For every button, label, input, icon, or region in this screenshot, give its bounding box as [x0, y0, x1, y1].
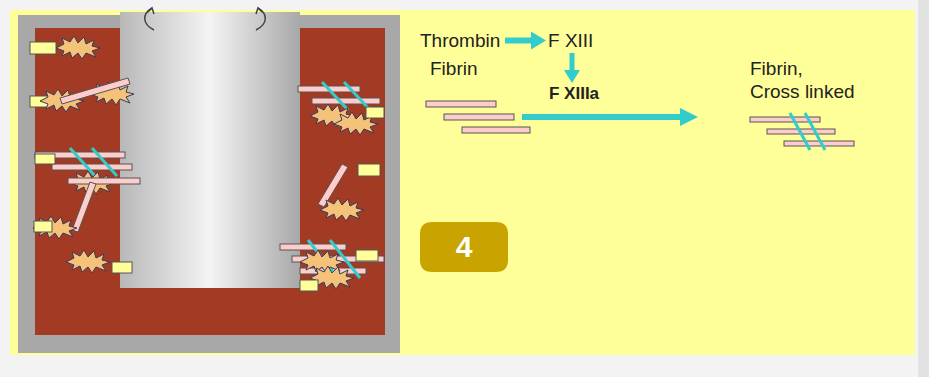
badge-fill: [420, 222, 508, 272]
fibrin-strands: [426, 101, 530, 133]
reaction-arrow: [505, 32, 546, 50]
arrow-head: [680, 108, 698, 126]
node-text: Fibrin, Cross linked: [750, 57, 855, 103]
reaction-arrow: [522, 108, 698, 126]
arrow-shaft: [570, 53, 575, 73]
arrow-shaft: [505, 38, 534, 44]
activated-factor-label: F XIIIa: [549, 84, 602, 104]
cross-linked-fibrin: [750, 113, 854, 150]
arrow-head: [564, 70, 580, 83]
fibrin-label: Fibrin: [420, 57, 520, 137]
node-text: F XIIIa: [549, 84, 599, 104]
enzyme-label: Thrombin: [420, 29, 503, 52]
product-label: Fibrin, Cross linked: [700, 57, 890, 152]
pin: [120, 12, 300, 288]
arrow-shaft: [522, 114, 684, 120]
page-edge: [918, 0, 929, 377]
arrow-head: [531, 32, 546, 50]
factor-label: F XIII: [548, 29, 596, 52]
step-badge: 4: [420, 222, 508, 272]
callout-number: 4: [456, 229, 473, 265]
rotation-arrows: [145, 8, 266, 30]
platelets-fibrin: [30, 36, 384, 291]
node-text: F XIII: [548, 29, 593, 52]
reaction-arrow: [564, 53, 580, 83]
node-text: Fibrin: [430, 57, 478, 80]
node-text: Thrombin: [420, 29, 500, 52]
